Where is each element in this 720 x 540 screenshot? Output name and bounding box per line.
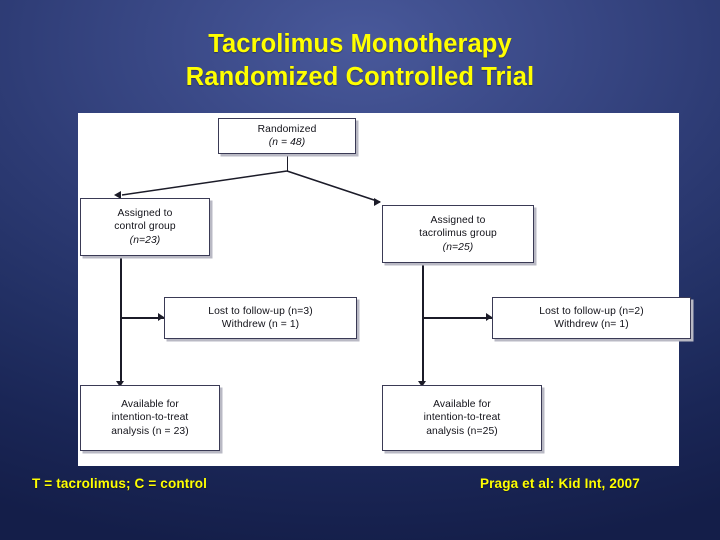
control-line-2: control group <box>114 221 176 233</box>
legend-note: T = tacrolimus; C = control <box>32 476 208 491</box>
arrowhead-right-lost <box>486 313 492 321</box>
itt-right-line-1: Available for <box>433 399 491 411</box>
connector-right-vertical <box>422 263 424 384</box>
tacrolimus-line-3: (n=25) <box>442 241 474 253</box>
flow-box-tacrolimus-group: Assigned to tacrolimus group (n=25) <box>382 205 534 263</box>
lost-right-line-1: Lost to follow-up (n=2) <box>539 305 644 317</box>
flow-box-lost-right: Lost to follow-up (n=2) Withdrew (n= 1) <box>492 297 691 339</box>
connector-root-stem <box>286 154 289 171</box>
arrowhead-right-itt <box>418 381 426 387</box>
arrowhead-split-right <box>374 198 381 206</box>
flow-box-randomized: Randomized (n = 48) <box>218 118 356 154</box>
itt-left-line-1: Available for <box>121 399 179 411</box>
arrowhead-split-left <box>114 191 121 199</box>
control-line-1: Assigned to <box>117 208 173 220</box>
title-line-1: Tacrolimus Monotherapy <box>208 30 512 58</box>
lost-left-line-2: Withdrew (n = 1) <box>221 319 300 330</box>
randomized-line-2: (n = 48) <box>268 137 306 148</box>
connector-right-branch <box>422 317 492 319</box>
itt-right-line-2: intention-to-treat <box>423 412 501 424</box>
tacrolimus-line-1: Assigned to <box>430 215 486 227</box>
control-line-3: (n=23) <box>129 234 161 246</box>
arrowhead-left-itt <box>116 381 124 387</box>
flow-box-control-group: Assigned to control group (n=23) <box>80 198 210 256</box>
flow-box-lost-left: Lost to follow-up (n=3) Withdrew (n = 1) <box>164 297 357 339</box>
arrowhead-left-lost <box>158 313 164 321</box>
lost-left-line-1: Lost to follow-up (n=3) <box>208 305 313 317</box>
flowchart-panel: Randomized (n = 48) Assigned to control … <box>78 113 691 466</box>
itt-left-line-3: analysis (n = 23) <box>111 425 189 437</box>
itt-right-line-3: analysis (n=25) <box>426 425 498 437</box>
lost-right-line-2: Withdrew (n= 1) <box>554 319 629 330</box>
connector-left-branch <box>120 317 164 319</box>
title-line-2: Randomized Controlled Trial <box>185 63 535 91</box>
page-title: Tacrolimus Monotherapy Randomized Contro… <box>0 28 720 94</box>
itt-left-line-2: intention-to-treat <box>111 412 189 424</box>
randomized-line-1: Randomized <box>257 123 317 135</box>
citation-text: Praga et al: Kid Int, 2007 <box>480 476 640 491</box>
tacrolimus-line-2: tacrolimus group <box>419 228 497 240</box>
flow-box-itt-left: Available for intention-to-treat analysi… <box>80 385 220 451</box>
connector-left-vertical <box>120 256 122 384</box>
flow-box-itt-right: Available for intention-to-treat analysi… <box>382 385 542 451</box>
